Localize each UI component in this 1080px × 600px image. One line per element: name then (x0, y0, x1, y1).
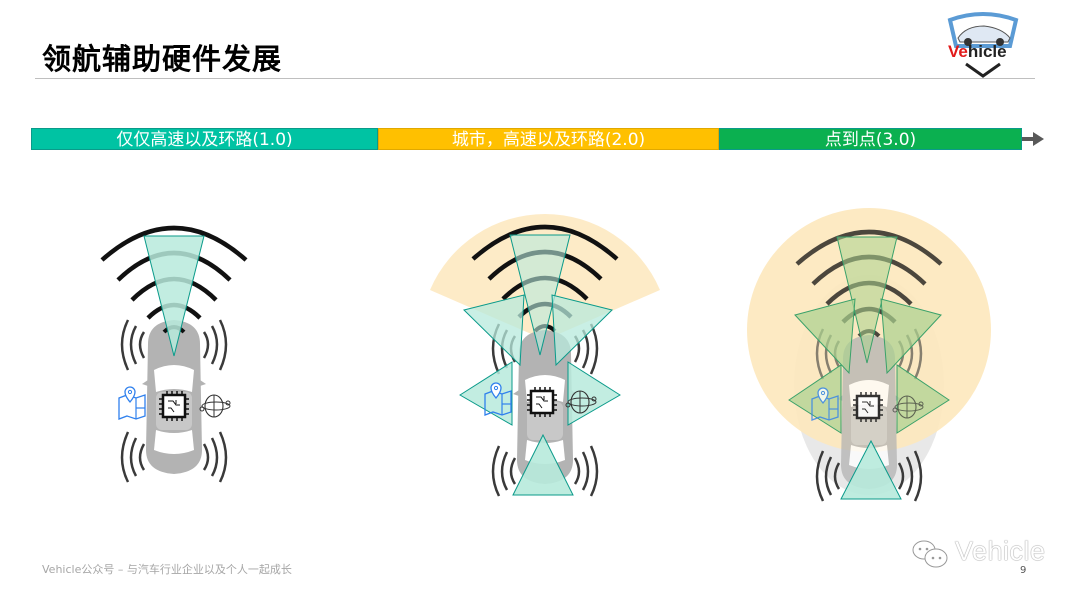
title-divider (35, 78, 1035, 79)
stage-3-sensor-diagram (747, 208, 991, 503)
chip-icon (851, 390, 885, 424)
page-title: 领航辅助硬件发展 (42, 42, 283, 76)
timeline-stage-1: 仅仅高速以及环路(1.0) (31, 128, 378, 150)
timeline-stage-3: 点到点(3.0) (719, 128, 1022, 150)
arrow-right-icon (1022, 132, 1044, 146)
map-icon (118, 386, 146, 420)
chip-icon (525, 385, 559, 419)
globe-satellite-icon (199, 394, 231, 418)
watermark-text: Vehicle (955, 536, 1046, 566)
footer-tagline: Vehicle公众号 – 与汽车行业企业以及个人一起成长 (42, 563, 292, 576)
page-number: 9 (1020, 565, 1027, 576)
vehicle-logo-icon (947, 12, 1019, 78)
chip-icon (157, 389, 191, 423)
stage-timeline: 仅仅高速以及环路(1.0) 城市，高速以及环路(2.0) 点到点(3.0) (31, 128, 1022, 150)
wechat-icon (912, 540, 948, 568)
timeline-stage-2: 城市，高速以及环路(2.0) (378, 128, 719, 150)
stage-1-sensor-diagram (80, 160, 280, 484)
logo-wordmark: Vehicle (948, 42, 1007, 61)
stage-2-sensor-diagram (430, 213, 660, 498)
